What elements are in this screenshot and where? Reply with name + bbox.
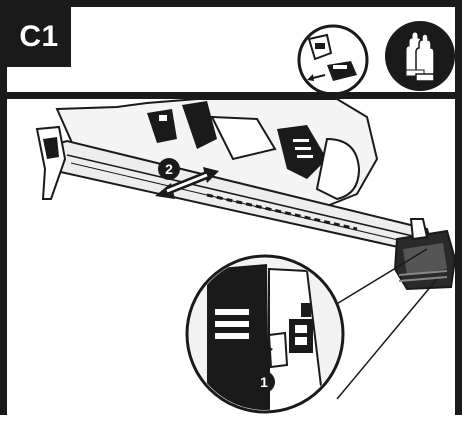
- step-label: C1: [7, 7, 71, 67]
- callout-1: 1: [253, 371, 275, 393]
- battery-removal-icon: [293, 23, 373, 97]
- callout-2: 2: [158, 158, 180, 180]
- nailer-illustration: 2 1: [7, 99, 455, 422]
- header-divider: [7, 92, 455, 99]
- panel-header: C1: [7, 7, 456, 96]
- gloves-icon: [384, 20, 456, 92]
